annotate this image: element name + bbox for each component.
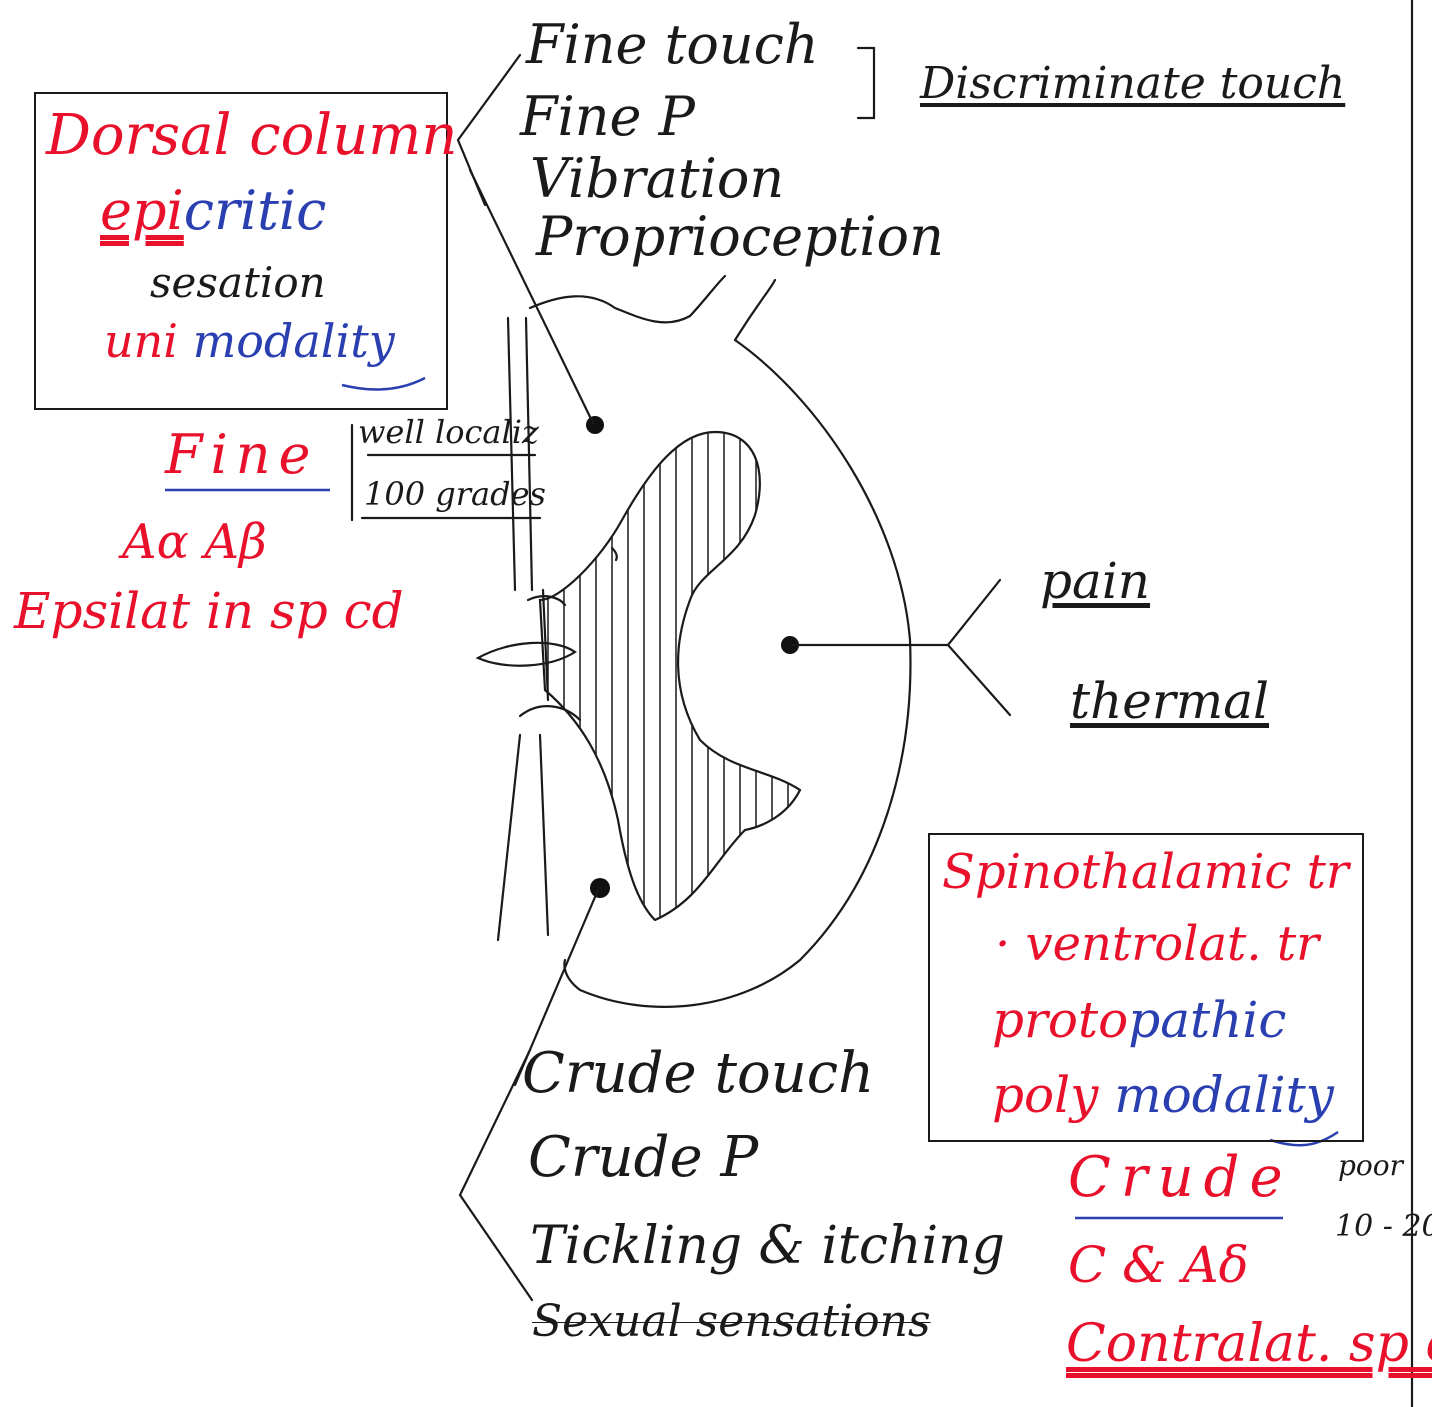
dorsal-tract-dot — [586, 416, 604, 434]
pain-label: pain — [1040, 556, 1150, 606]
polymodality-label: poly modality — [992, 1070, 1334, 1120]
unimodality-label: uni modality — [104, 318, 395, 364]
grey-matter-hatching — [548, 420, 788, 940]
cord-outline — [564, 280, 910, 1007]
lateral-fork — [948, 580, 1010, 715]
crude-item-p: Crude P — [528, 1130, 758, 1186]
crude-item-touch: Crude touch — [522, 1046, 874, 1102]
spinothalamic-title: Spinothalamic tr — [942, 848, 1349, 896]
fine-label: Fine — [165, 428, 318, 482]
sesation-label: sesation — [150, 262, 326, 304]
crude-grades-label: 10 - 20 — [1335, 1212, 1432, 1242]
ventral-line-1 — [498, 735, 520, 940]
ipsilat-label: Epsilat in sp cd — [14, 586, 404, 636]
crude-item-tickling: Tickling & itching — [530, 1220, 1005, 1272]
well-localiz-label: well localiz — [358, 416, 539, 448]
dorsal-column-title: Dorsal column — [46, 108, 457, 164]
crude-fibers-label: C & Aδ — [1068, 1240, 1249, 1290]
crude-label: Crude — [1068, 1150, 1293, 1206]
discriminate-bracket — [858, 48, 874, 118]
dorsal-rim — [530, 276, 725, 322]
dorsal-item-fine-touch: Fine touch — [526, 18, 819, 72]
protopathic-label: protopathic — [992, 995, 1286, 1045]
ventral-tract-dot — [590, 878, 610, 898]
fine-fibers-label: Aα Aβ — [122, 518, 267, 566]
dorsal-item-fine-p: Fine P — [520, 90, 695, 144]
dorsal-item-vibration: Vibration — [530, 152, 784, 206]
epicritic-label: epicritic — [100, 184, 326, 238]
crude-item-sexual: Sexual sensations — [532, 1300, 931, 1344]
discriminate-touch-label: Discriminate touch — [920, 62, 1345, 106]
grey-matter-outline — [540, 432, 800, 920]
central-canal — [478, 643, 575, 666]
poor-label: poor — [1338, 1152, 1403, 1180]
thermal-label: thermal — [1070, 676, 1269, 726]
dorsal-item-proprioception: Proprioception — [536, 210, 944, 264]
commissure-arc-top — [528, 596, 565, 605]
contralat-label: Contralat. sp cd — [1066, 1318, 1432, 1370]
ventrolat-label: · ventrolat. tr — [995, 920, 1319, 968]
ventral-line-2 — [540, 735, 548, 935]
dorsal-bracket — [458, 55, 520, 205]
grades-label: 100 grades — [364, 478, 546, 510]
